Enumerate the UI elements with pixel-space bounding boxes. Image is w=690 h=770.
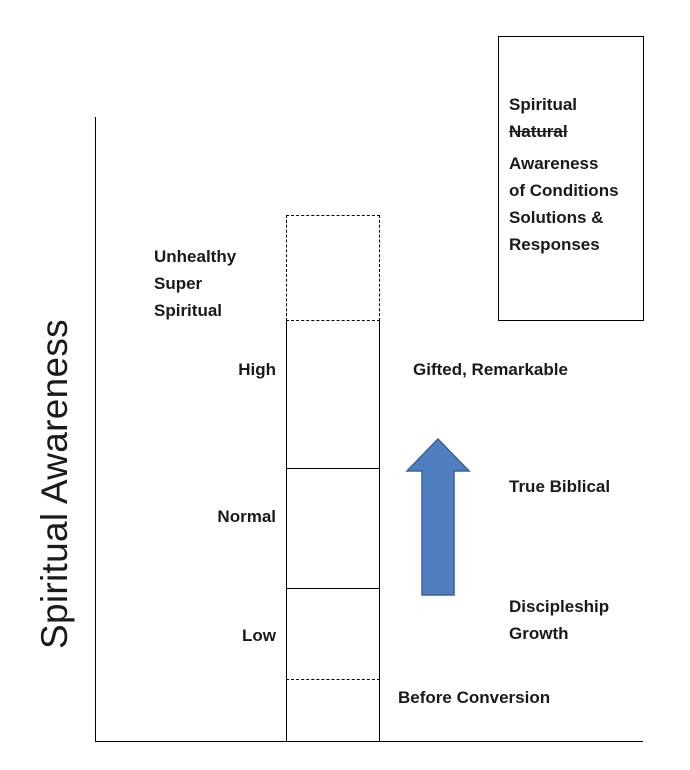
- level-label-line: Super: [154, 274, 203, 293]
- legend-line: Awareness: [509, 154, 599, 173]
- legend-line: Responses: [509, 235, 600, 254]
- column-super-spiritual-segment: [286, 215, 380, 321]
- legend-line: Solutions &: [509, 208, 604, 227]
- level-high: High: [238, 360, 276, 379]
- level-unhealthy-super-spiritual: Unhealthy Super Spiritual: [154, 243, 236, 324]
- level-normal: Normal: [217, 507, 276, 526]
- desc-discipleship-growth: Discipleship Growth: [509, 593, 609, 647]
- desc-line: Discipleship: [509, 597, 610, 616]
- y-axis: [95, 117, 96, 742]
- y-axis-title: Spiritual Awareness: [34, 319, 75, 649]
- legend-line-natural-struck: Natural: [509, 122, 568, 141]
- desc-gifted-remarkable: Gifted, Remarkable: [413, 360, 568, 379]
- awareness-column: [286, 320, 380, 741]
- desc-true-biblical: True Biblical: [509, 477, 611, 496]
- divider-high-normal: [286, 468, 380, 469]
- legend-line-spiritual: Spiritual: [509, 95, 578, 114]
- legend-text: Spiritual Natural Awareness of Condition…: [509, 91, 619, 258]
- legend-box: [498, 36, 644, 321]
- desc-line: Growth: [509, 624, 569, 643]
- divider-before-conversion: [286, 679, 380, 680]
- level-label-line: Spiritual: [154, 301, 223, 320]
- arrow-up-icon: [405, 437, 471, 596]
- legend-line: of Conditions: [509, 181, 619, 200]
- level-label-line: Unhealthy: [154, 247, 237, 266]
- x-axis: [95, 741, 643, 742]
- desc-before-conversion: Before Conversion: [398, 688, 551, 707]
- divider-normal-low: [286, 588, 380, 589]
- level-low: Low: [242, 626, 276, 645]
